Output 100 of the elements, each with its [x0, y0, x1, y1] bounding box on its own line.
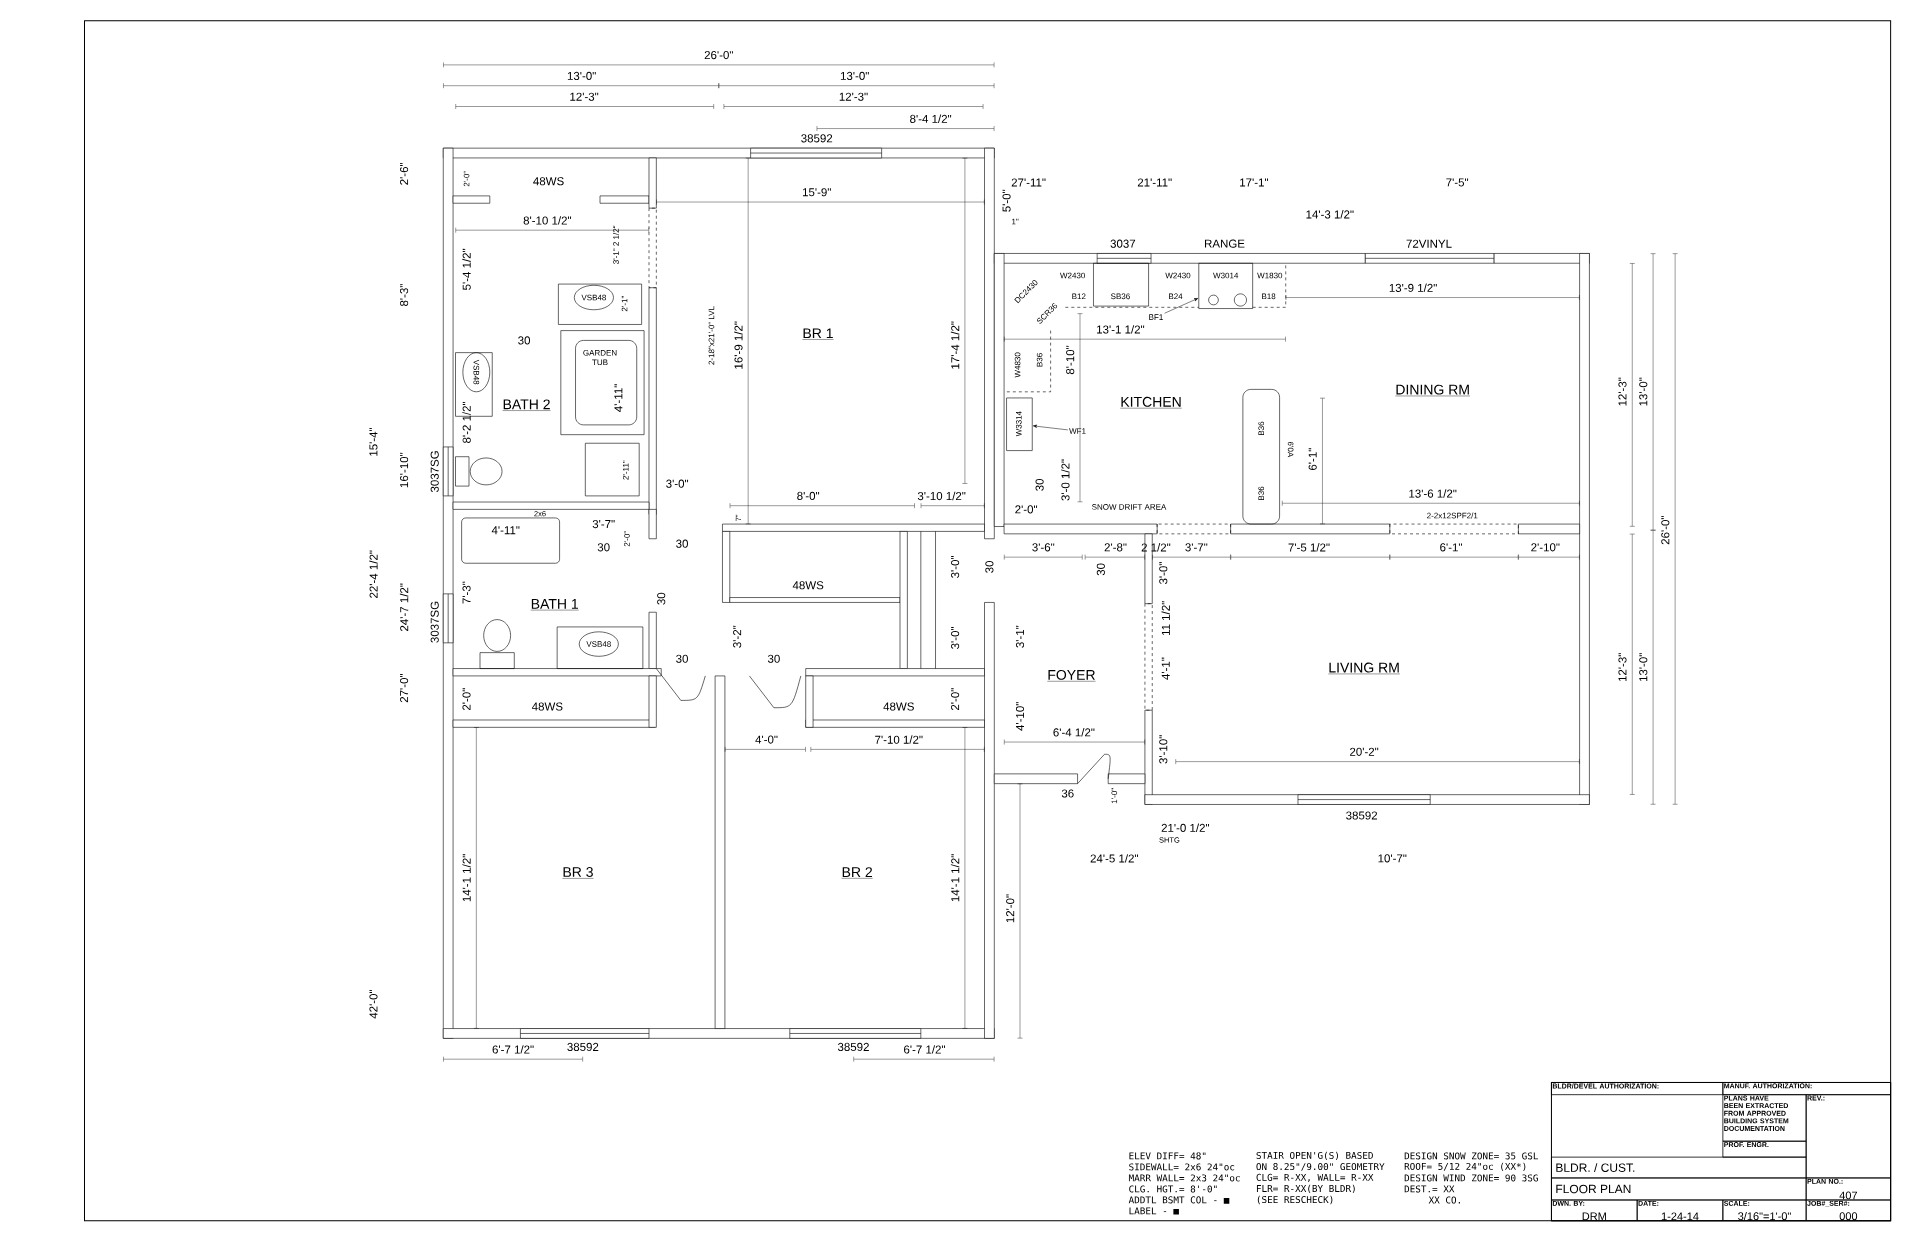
title-block-cell: FLOOR PLAN [1551, 1177, 1807, 1201]
dimension-label: 13'-0" [567, 72, 596, 81]
dimension-label: 12'-3" [570, 92, 599, 101]
note-text: MARR WALL= 2x3 24"oc [1128, 1174, 1240, 1182]
door-size: 30 [518, 336, 531, 345]
dimension-label: 3'-1" 2 1/2" [613, 226, 619, 265]
note-text: (SEE RESCHECK) [1257, 1196, 1333, 1205]
dimension-label: 13'-6 1/2" [1409, 489, 1457, 498]
dimension-label: 13'-1 1/2" [1097, 325, 1145, 334]
note-text: ON 8.25"/9.00" GEOMETRY [1256, 1163, 1385, 1171]
dimension-label: 15'-4" [369, 428, 378, 456]
cabinet-code: WF1 [1069, 428, 1086, 434]
dimension-label: 2 1/2" [1141, 543, 1171, 552]
fixture-code: W4830 [1014, 352, 1021, 378]
dimension-label: 11 1/2" [1161, 601, 1170, 636]
dimension-label: 5'-4 1/2" [462, 249, 471, 291]
fixture-code: RANGE [1205, 239, 1245, 248]
fixture-code: B12 [1072, 293, 1086, 300]
dimension-label: 12'-3" [839, 92, 868, 101]
fixture-code: 3037SG [430, 451, 439, 493]
dimension-label: 6'-1" [1308, 448, 1317, 471]
dimension-label: 3'-7" [592, 520, 615, 529]
door-size: 30 [1035, 479, 1044, 492]
dimension-label: 16'-9 1/2" [734, 321, 743, 369]
fixture-code: 2-2x12SPF2/1 [1427, 512, 1478, 519]
dimension-label: 13'-0" [1639, 653, 1648, 682]
fixture-code: B24 [1169, 293, 1183, 300]
dimension-label: 7'-5 1/2" [1288, 543, 1330, 552]
room-name: BR 2 [841, 867, 873, 879]
dimension-label: 8'-10" [1066, 346, 1075, 375]
fixture-code: VSB48 [473, 360, 480, 385]
dimension-label: 2'-0" [462, 688, 471, 711]
dimension-label: 12'-0" [1006, 894, 1015, 923]
note-text: DEST.= XX [1404, 1185, 1455, 1193]
dimension-label: 27'-0" [400, 674, 409, 703]
fixture-code: 38592 [801, 134, 833, 143]
dimension-label: 14'-3 1/2" [1306, 210, 1354, 219]
note-text: ROOF= 5/12 24"oc (XX*) [1404, 1163, 1526, 1172]
dimension-label: 3'-2" [733, 625, 742, 648]
dimension-label: 26'-0" [704, 51, 733, 60]
note-text: CLG= R-XX, WALL= R-XX [1256, 1174, 1374, 1183]
dimension-label: 17'-1" [1240, 178, 1269, 187]
dimension-label: 7'-3" [462, 581, 471, 604]
room-name: DINING RM [1395, 384, 1471, 397]
dimension-label: 8'-0" [797, 492, 820, 501]
fixture-code: SB36 [1111, 293, 1130, 300]
dimension-label: 6'-1" [1440, 543, 1462, 552]
fixture-code: VSB48 [581, 294, 606, 301]
dimension-label: 6'-4 1/2" [1053, 728, 1095, 737]
dimension-label: 3'-10" [1159, 735, 1168, 764]
note-text: DESIGN WIND ZONE= 90 3SG [1404, 1174, 1538, 1182]
dimension-label: 3'-0" [951, 627, 960, 650]
fixture-code: 38592 [567, 1043, 599, 1052]
dimension-label: 7'-10 1/2" [875, 735, 923, 744]
fixture-code: 48WS [792, 581, 824, 590]
dimension-label: 17'-4 1/2" [950, 321, 960, 369]
dimension-label: 1" [1012, 219, 1019, 225]
fixture-code: 2-18"x21'-0" LVL [708, 306, 715, 365]
fixture-code: W2430 [1060, 272, 1085, 279]
dimension-label: 2'-0" [951, 688, 960, 711]
cabinet-box: W3314 [1006, 397, 1033, 452]
dimension-label: 8'-2 1/2" [462, 402, 471, 444]
dimension-label: 4'-11" [614, 384, 623, 413]
door-size: 30 [676, 654, 688, 663]
dimension-label: 4'-10" [1015, 702, 1025, 731]
room-name: FOYER [1047, 670, 1096, 682]
dimension-label: 3'-0" [1159, 562, 1168, 585]
room-name: BR 1 [802, 328, 834, 340]
dimension-label: 2'-0" [1015, 505, 1038, 514]
door-size: 30 [1096, 563, 1105, 576]
fixture-code: GARDEN TUB [583, 350, 617, 366]
fixture-code: B36 [1258, 422, 1265, 436]
fixture-code: 38592 [837, 1043, 869, 1052]
dimension-label: 12'-3" [1618, 653, 1627, 682]
dimension-label: 8'-10 1/2" [523, 216, 572, 225]
dimension-label: 12'-3" [1618, 377, 1627, 406]
dimension-label: 2'-1" [621, 296, 628, 312]
dimension-label: 13'-0" [1639, 377, 1648, 406]
dimension-label: 13'-9 1/2" [1389, 283, 1437, 293]
door-size: 30 [657, 593, 666, 605]
title-block-cell: BLDR. / CUST. [1551, 1156, 1807, 1179]
dimension-label: 20'-2" [1350, 747, 1379, 757]
dimension-label: 2'-0" [624, 531, 630, 547]
note-text: DESIGN SNOW ZONE= 35 GSL [1404, 1152, 1539, 1160]
dimension-label: 8'-3" [400, 284, 409, 307]
leader-line [1164, 298, 1199, 314]
note-text: FLR= R-XX(BY BLDR) [1256, 1185, 1355, 1194]
dimension-label: 22'-4 1/2" [369, 550, 378, 599]
dimension-label: 3'-10 1/2" [917, 491, 966, 501]
door-size: 36 [1061, 789, 1074, 798]
note-text: CLG. HGT.= 8'-0" [1129, 1185, 1217, 1193]
dimension-label: 4'-11" [491, 526, 520, 535]
cabinet-code: BF1 [1149, 314, 1163, 321]
fixture-code: B36 [1258, 486, 1265, 501]
dimension-label: 2'-6" [400, 163, 409, 185]
fixture-code: 48WS [531, 702, 563, 711]
dimension-label: 3'-7" [1185, 543, 1208, 552]
dimension-label: 42'-0" [369, 990, 378, 1019]
fixture-code: 3037 [1110, 239, 1136, 248]
door-size: 30 [676, 539, 688, 548]
